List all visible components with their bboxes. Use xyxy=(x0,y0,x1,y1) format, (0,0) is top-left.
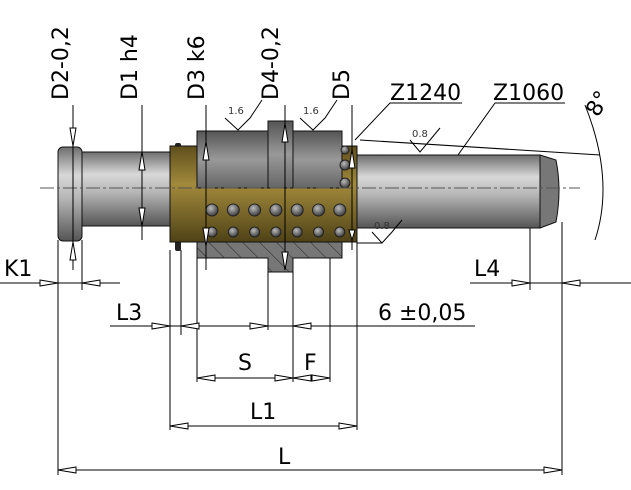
label-tolerance: 6 ±0,05 xyxy=(378,301,466,326)
label-d3: D3 k6 xyxy=(185,35,210,100)
bearing-ball xyxy=(249,226,261,238)
roughness-3: 0.8 xyxy=(412,129,428,140)
bearing-ball xyxy=(269,203,283,217)
label-d1: D1 h4 xyxy=(118,34,143,100)
label-d2: D2-0,2 xyxy=(49,26,74,100)
label-l1: L1 xyxy=(250,400,276,425)
label-f: F xyxy=(304,351,317,376)
label-angle: 8° xyxy=(582,87,616,121)
bearing-ball xyxy=(205,203,219,217)
bearing-ball xyxy=(290,203,304,217)
bearing-ball xyxy=(227,226,239,238)
label-z1060: Z1060 xyxy=(493,81,564,106)
ball-bushing xyxy=(169,120,358,273)
roughness-1: 1.6 xyxy=(228,106,244,117)
length-dimension-lines xyxy=(0,104,631,475)
label-l: L xyxy=(278,445,291,470)
bearing-ball xyxy=(312,203,325,217)
leader-lines xyxy=(224,99,565,244)
label-z1240: Z1240 xyxy=(390,81,461,106)
guide-pin xyxy=(57,146,560,242)
dimension-arrows xyxy=(69,123,356,271)
bearing-ball xyxy=(270,226,282,238)
label-d5: D5 xyxy=(330,69,355,100)
bearing-ball xyxy=(313,226,324,238)
label-s: S xyxy=(238,351,252,376)
bearing-ball xyxy=(226,203,240,217)
roughness-4: 0.8 xyxy=(374,221,390,232)
label-d4: D4-0,2 xyxy=(259,26,284,100)
label-l3: L3 xyxy=(116,301,142,326)
bearing-ball xyxy=(248,203,262,217)
bearing-ball xyxy=(334,226,346,238)
roughness-2: 1.6 xyxy=(303,106,319,117)
bearing-ball xyxy=(291,226,303,238)
bearing-ball xyxy=(340,145,350,155)
bearing-ball xyxy=(339,177,351,189)
label-k1: K1 xyxy=(4,257,32,282)
length-arrows xyxy=(39,279,581,474)
label-l4: L4 xyxy=(474,257,500,282)
bearing-ball xyxy=(333,203,347,217)
